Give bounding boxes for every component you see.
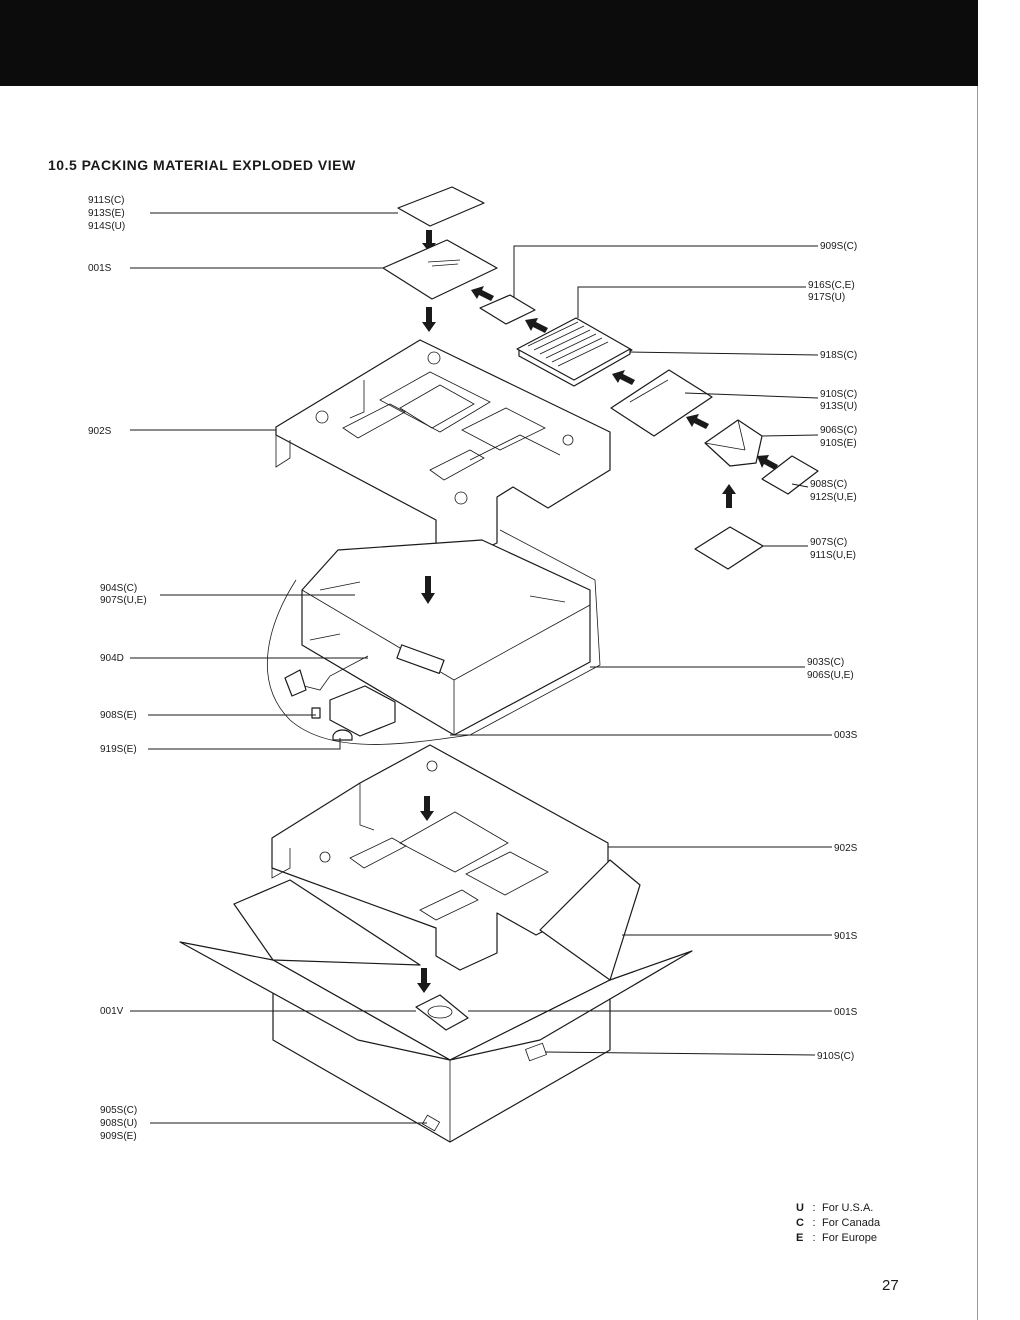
accessory-bag [704,419,763,467]
callout-label: 917S(U) [808,292,845,303]
arrow-left-icon [757,455,778,470]
arrow-down-icon [417,968,431,993]
main-unit [301,539,591,736]
callout-label: 912S(U,E) [810,492,857,503]
header-bar [0,0,978,86]
arrow-down-icon [422,307,436,332]
section-title: 10.5 PACKING MATERIAL EXPLODED VIEW [48,157,356,173]
arrow-down-icon [420,796,434,821]
legend-separator: : [812,1202,816,1214]
legend-row: U: For U.S.A. [796,1201,880,1216]
callout-label: 909S(C) [820,241,857,252]
callout-label: 907S(C) [810,537,847,548]
callout-label: 901S [834,931,858,942]
page-edge-rule [977,86,978,1320]
legend-separator: : [812,1217,816,1229]
callout-label: 908S(U) [100,1118,137,1129]
legend-code: C [796,1217,804,1229]
instruction-manual [382,239,498,300]
callout-label: 913S(U) [820,401,857,412]
arrow-left-icon [612,370,635,385]
legend-code: E [796,1232,804,1244]
arrow-down-icon [421,576,435,604]
legend-separator: : [812,1232,816,1244]
callout-label: 911S(U,E) [810,550,856,561]
callout-label: 906S(C) [820,425,857,436]
callout-label: 001S [834,1007,858,1018]
callout-labels: 911S(C) 913S(E) 914S(U) 001S 902S 904S(C… [88,195,858,1142]
callout-label: 916S(C,E) [808,280,855,291]
arrow-left-icon [471,286,494,301]
callout-label: 914S(U) [88,221,125,232]
arrow-up-icon [722,484,736,508]
power-cord-and-adapter [284,644,445,741]
cord-in-carton [415,994,469,1031]
callout-label: 910S(E) [820,438,857,449]
callout-label: 904S(C) [100,583,137,594]
callout-label: 913S(E) [88,208,125,219]
callout-label: 918S(C) [820,350,857,361]
small-card [479,294,536,325]
legend: U: For U.S.A. C: For Canada E: For Europe [796,1201,880,1246]
legend-text: For Europe [822,1232,878,1244]
poly-bag [610,369,713,437]
callout-label: 908S(E) [100,710,137,721]
callout-label: 919S(E) [100,744,137,755]
callout-label: 001V [100,1006,124,1017]
arrow-left-icon [525,318,548,333]
callout-label: 907S(U,E) [100,595,147,606]
callout-label: 904D [100,653,124,664]
page-number: 27 [882,1277,899,1294]
callout-label: 910S(C) [820,389,857,400]
legend-text: For U.S.A. [822,1202,874,1214]
legend-row: C: For Canada [796,1216,880,1231]
small-packet [761,455,819,495]
warranty-booklet [516,317,633,387]
callout-label: 903S(C) [807,657,844,668]
callout-label: 909S(E) [100,1131,137,1142]
callout-label: 906S(U,E) [807,670,854,681]
leader-lines [130,212,832,1124]
top-sheet [397,186,485,227]
arrow-left-icon [686,414,709,429]
callout-label: 003S [834,730,858,741]
callout-label: 001S [88,263,112,274]
upper-foam-cushion [275,339,611,561]
callout-label: 911S(C) [88,195,125,206]
lower-foam-cushion [271,744,609,971]
plastic-bag-outline [267,529,601,745]
bottom-bag [694,526,764,570]
legend-text: For Canada [822,1217,881,1229]
carton-box [179,859,693,1143]
legend-row: E: For Europe [796,1231,880,1246]
callout-label: 902S [88,426,112,437]
callout-label: 908S(C) [810,479,847,490]
callout-label: 910S(C) [817,1051,854,1062]
legend-code: U [796,1202,804,1214]
callout-label: 905S(C) [100,1105,137,1116]
callout-label: 902S [834,843,858,854]
